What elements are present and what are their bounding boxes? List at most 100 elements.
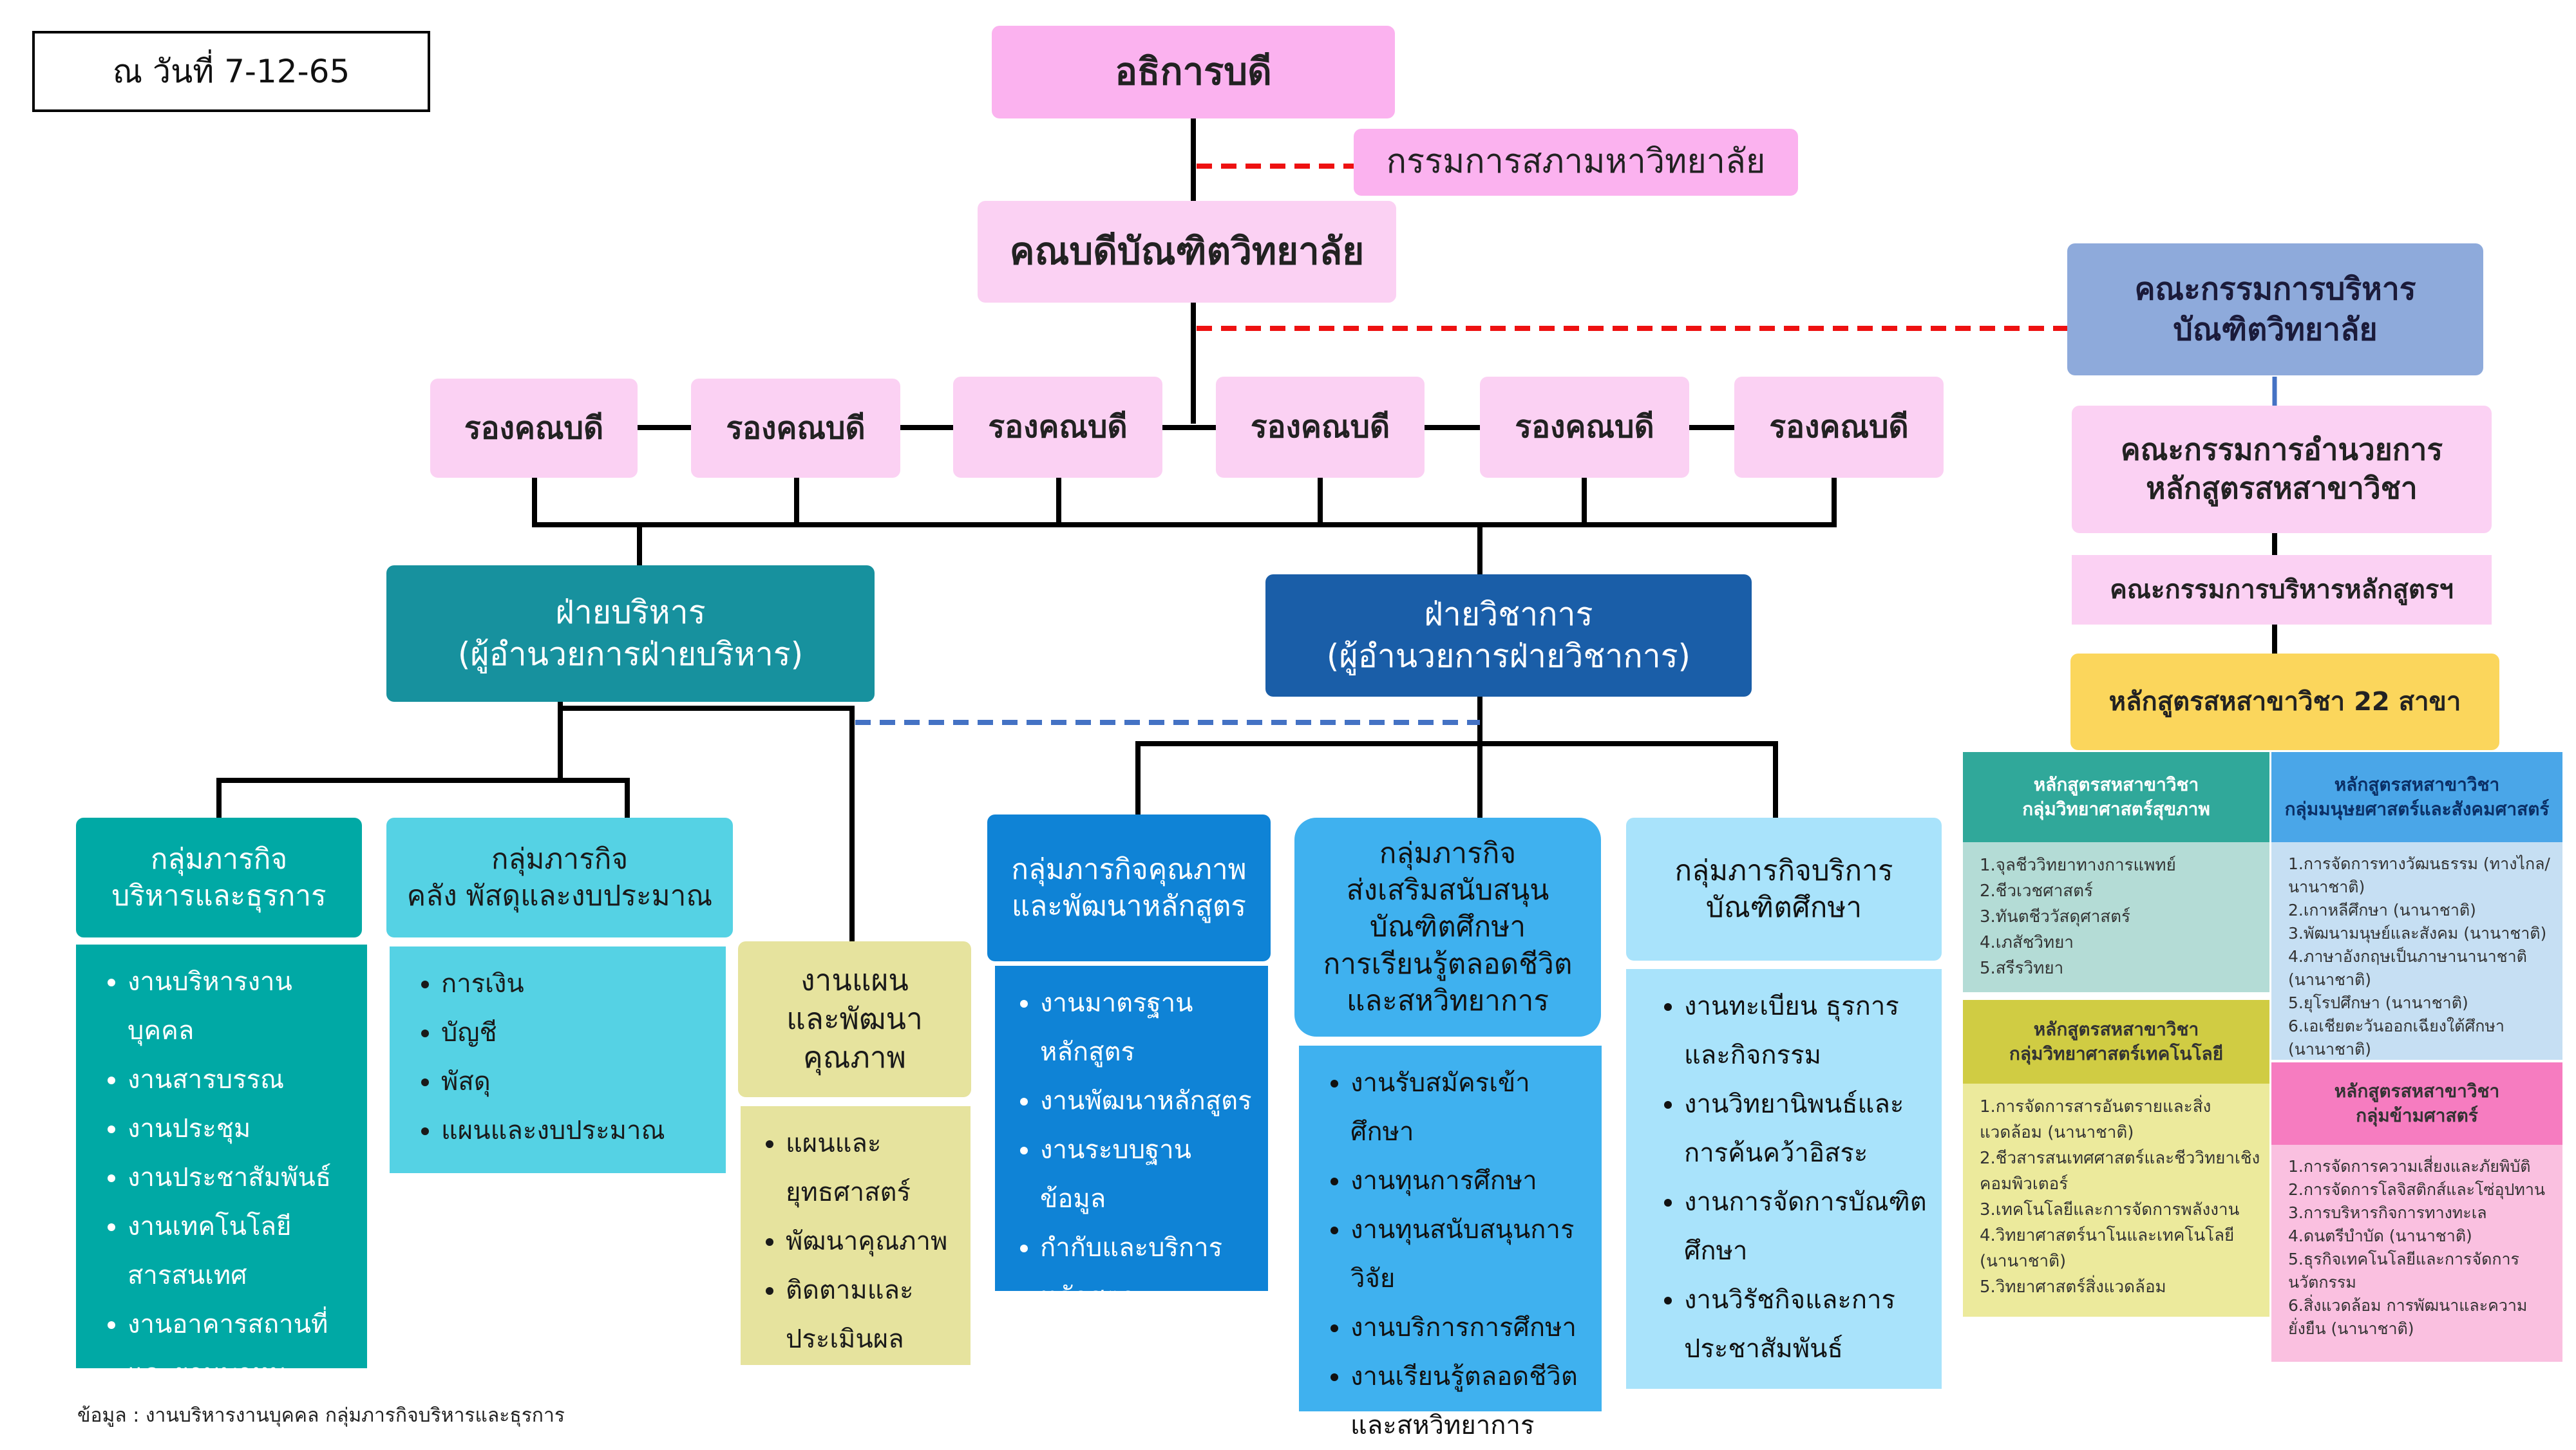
list-item: งานบริการการศึกษา [1350,1303,1589,1352]
list-item: งานประชาสัมพันธ์ [128,1153,354,1202]
list-item: งานเรียนรู้ตลอดชีวิตและสหวิทยาการ [1350,1352,1589,1450]
programs-label: หลักสูตรสหสาขาวิชา 22 สาขา [2108,687,2461,717]
list-item: งานเทคโนโลยีสารสนเทศ [128,1202,354,1300]
group-title: กลุ่มภารกิจคุณภาพ และพัฒนาหลักสูตร [1011,852,1247,923]
vice-dean-3: รองคณบดี [953,377,1162,478]
group-planning-list: แผนและยุทธศาสตร์ พัฒนาคุณภาพ ติดตามและปร… [741,1106,971,1365]
list-item: บัญชี [441,1008,713,1057]
program-group-humanities-header: หลักสูตรสหสาขาวิชา กลุ่มมนุษยศาสตร์และสั… [2271,752,2562,842]
steering-committee-label: คณะกรรมการอำนวยการ หลักสูตรสหสาขาวิชา [2120,432,2443,505]
vice-dean-1: รองคณบดี [430,379,638,478]
president-label: อธิการบดี [1115,50,1272,94]
admin-division-box: ฝ่ายบริหาร (ผู้อำนวยการฝ่ายบริหาร) [386,565,875,702]
program-group-transdisciplinary-list: 1.การจัดการความเสี่ยงและภัยพิบัติ 2.การจ… [2271,1145,2562,1362]
program-group-transdisciplinary-header: หลักสูตรสหสาขาวิชา กลุ่มข้ามศาสตร์ [2271,1062,2562,1145]
group-finance-header: กลุ่มภารกิจ คลัง พัสดุและงบประมาณ [386,818,733,937]
list-item: แผนและยุทธศาสตร์ [786,1119,958,1217]
vice-dean-label: รองคณบดี [1515,409,1654,446]
vice-dean-label: รองคณบดี [726,410,866,446]
list-item: ติดตามและประเมินผล [786,1266,958,1364]
programs-box: หลักสูตรสหสาขาวิชา 22 สาขา [2070,654,2499,750]
list-item: งานทุนสนับสนุนการวิจัย [1350,1205,1589,1303]
list-item: 5.ธุรกิจเทคโนโลยีและการจัดการนวัตกรรม [2288,1250,2519,1292]
list-item: 1.การจัดการความเสี่ยงและภัยพิบัติ [2288,1157,2531,1176]
list-item: 3.พัฒนามนุษย์และสังคม (นานาชาติ) [2288,924,2547,943]
program-group-scitech-header: หลักสูตรสหสาขาวิชา กลุ่มวิทยาศาสตร์เทคโน… [1963,1000,2269,1084]
university-council-label: กรรมการสภามหาวิทยาลัย [1386,142,1766,182]
academic-division-box: ฝ่ายวิชาการ (ผู้อำนวยการฝ่ายวิชาการ) [1265,574,1752,697]
vice-dean-label: รองคณบดี [464,410,604,446]
date-label: ณ วันที่ 7-12-65 [32,31,430,112]
group-finance-list: การเงิน บัญชี พัสดุ แผนและงบประมาณ [390,946,726,1173]
list-item: 2.ชีวเวชศาสตร์ [1980,881,2094,901]
list-item: งานทุนการศึกษา [1350,1156,1589,1205]
list-item: 1.การจัดการสารอันตรายและสิ่งแวดล้อม (นาน… [1980,1097,2211,1142]
source-note: ข้อมูล : งานบริหารงานบุคคล กลุ่มภารกิจบร… [77,1404,565,1427]
list-item: งานบริหารงานบุคคล [128,957,354,1055]
list-item: งานอาคารสถานที่และยานพาหนะ [128,1300,354,1398]
program-group-scitech-list: 1.การจัดการสารอันตรายและสิ่งแวดล้อม (นาน… [1963,1084,2269,1317]
list-item: 4.ภาษาอังกฤษเป็นภาษานานาชาติ (นานาชาติ) [2288,947,2527,989]
group-curriculum-list: งานมาตรฐานหลักสูตร งานพัฒนาหลักสูตร งานร… [995,966,1268,1312]
list-item: แผนและงบประมาณ [441,1106,713,1155]
list-item: การเงิน [441,959,713,1008]
vice-dean-4: รองคณบดี [1216,377,1425,478]
list-item: งานวิทยานิพนธ์และการค้นคว้าอิสระ [1684,1080,1929,1178]
list-item: งานสารบรรณ [128,1055,354,1104]
list-item: 3.การบริหารกิจการทางทะเล [2288,1203,2487,1222]
list-item: 4.ดนตรีบำบัด (นานาชาติ) [2288,1227,2472,1245]
executive-committee-label: คณะกรรมการบริหาร บัณฑิตวิทยาลัย [2134,271,2416,348]
group-admin-general-header: กลุ่มภารกิจ บริหารและธุรการ [76,818,362,937]
list-item: 3.ทันตชีววัสดุศาสตร์ [1980,907,2131,927]
group-title: กลุ่มภารกิจ บริหารและธุรการ [111,842,327,912]
program-group-title: หลักสูตรสหสาขาวิชา กลุ่มข้ามศาสตร์ [2334,1080,2500,1126]
list-item: งานระบบฐานข้อมูล [1040,1125,1255,1223]
admin-division-label: ฝ่ายบริหาร (ผู้อำนวยการฝ่ายบริหาร) [457,594,804,673]
list-item: พัสดุ [441,1057,713,1106]
list-item: 5.สรีรวิทยา [1980,959,2064,978]
group-title: งานแผน และพัฒนา คุณภาพ [786,963,923,1075]
list-item: พัฒนาคุณภาพ [786,1217,958,1266]
list-item: 5.ยุโรปศึกษา (นานาชาติ) [2288,993,2468,1012]
list-item: 4.วิทยาศาสตร์นาโนและเทคโนโลยี (นานาชาติ) [1980,1226,2235,1271]
list-item: งานการจัดการบัณฑิตศึกษา [1684,1178,1929,1276]
group-curriculum-header: กลุ่มภารกิจคุณภาพ และพัฒนาหลักสูตร [987,814,1271,961]
vice-dean-label: รองคณบดี [1250,409,1390,446]
group-title: กลุ่มภารกิจบริการ บัณฑิตศึกษา [1674,854,1893,924]
steering-committee-box: คณะกรรมการอำนวยการ หลักสูตรสหสาขาวิชา [2072,406,2492,533]
group-services-header: กลุ่มภารกิจบริการ บัณฑิตศึกษา [1626,818,1942,961]
list-item: งานประชุม [128,1104,354,1153]
list-item: 6.สิ่งแวดล้อม การพัฒนาและความยั่งยืน (นา… [2288,1296,2528,1338]
program-group-title: หลักสูตรสหสาขาวิชา กลุ่มวิทยาศาสตร์เทคโน… [2009,1019,2224,1064]
group-support-header: กลุ่มภารกิจ ส่งเสริมสนับสนุน บัณฑิตศึกษา… [1294,818,1601,1037]
group-services-list: งานทะเบียน ธุรการและกิจกรรม งานวิทยานิพน… [1626,969,1942,1389]
executive-committee-box: คณะกรรมการบริหาร บัณฑิตวิทยาลัย [2067,243,2483,375]
list-item: 3.เทคโนโลยีและการจัดการพลังงาน [1980,1200,2240,1219]
list-item: งานรับสมัครเข้าศึกษา [1350,1059,1589,1156]
program-committee-label: คณะกรรมการบริหารหลักสูตรฯ [2110,575,2454,605]
group-support-list: งานรับสมัครเข้าศึกษา งานทุนการศึกษา งานท… [1299,1046,1602,1440]
dean-label: คณบดีบัณฑิตวิทยาลัย [1009,229,1365,274]
list-item: 2.เกาหลีศึกษา (นานาชาติ) [2288,901,2476,919]
list-item: 5.วิทยาศาสตร์สิ่งแวดล้อม [1980,1277,2166,1297]
group-planning-header: งานแผน และพัฒนา คุณภาพ [738,941,971,1097]
list-item: 1.จุลชีววิทยาทางการแพทย์ [1980,856,2176,875]
vice-dean-label: รองคณบดี [988,409,1128,446]
list-item: งานพัฒนาหลักสูตร [1040,1077,1255,1125]
list-item: 2.การจัดการโลจิสติกส์และโซ่อุปทาน [2288,1180,2545,1199]
academic-division-label: ฝ่ายวิชาการ (ผู้อำนวยการฝ่ายวิชาการ) [1326,596,1691,675]
list-item: งานทะเบียน ธุรการและกิจกรรม [1684,982,1929,1080]
vice-dean-2: รองคณบดี [691,379,900,478]
program-committee-box: คณะกรรมการบริหารหลักสูตรฯ [2072,555,2492,625]
program-group-humanities-list: 1.การจัดการทางวัฒนธรรม (ทางไกล/นานาชาติ)… [2271,842,2562,1060]
list-item: 4.เภสัชวิทยา [1980,933,2074,952]
program-group-health-list: 1.จุลชีววิทยาทางการแพทย์ 2.ชีวเวชศาสตร์ … [1963,842,2269,992]
group-title: กลุ่มภารกิจ คลัง พัสดุและงบประมาณ [406,842,713,912]
group-admin-general-list: งานบริหารงานบุคคล งานสารบรรณ งานประชุม ง… [76,945,367,1388]
president-box: อธิการบดี [992,26,1395,118]
vice-dean-label: รองคณบดี [1769,409,1909,446]
list-item: 2.ชีวสารสนเทศศาสตร์และชีววิทยาเชิงคอมพิว… [1980,1149,2260,1194]
list-item: กำกับและบริการหลักสูตร [1040,1223,1255,1321]
list-item: งานวิรัชกิจและการประชาสัมพันธ์ [1684,1276,1929,1373]
